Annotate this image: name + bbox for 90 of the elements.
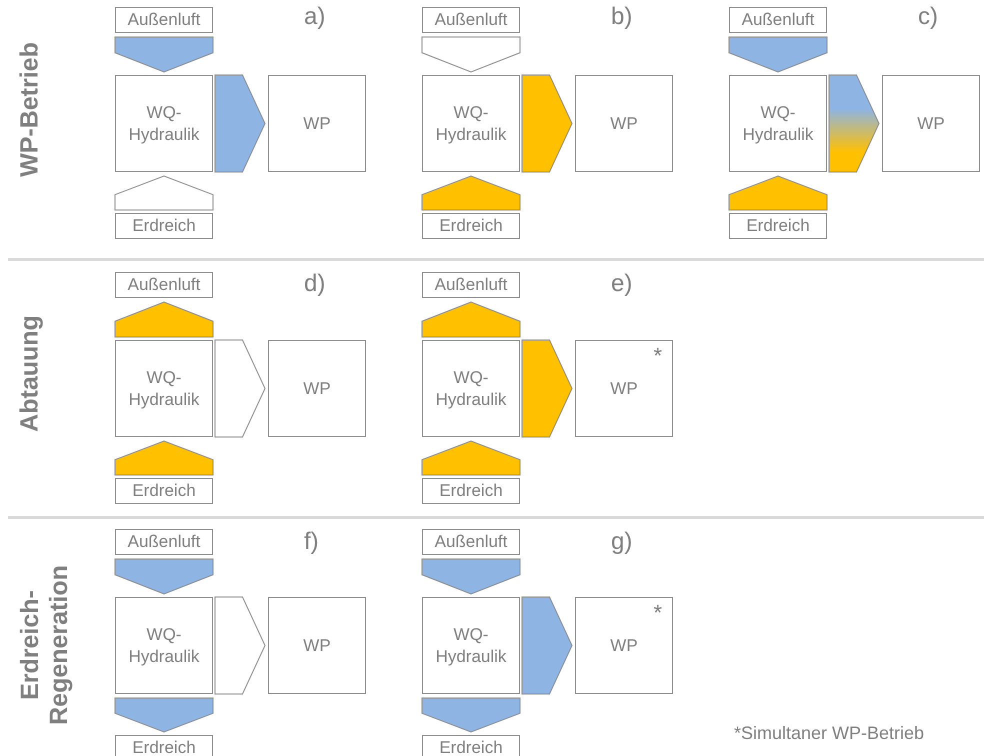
chevron-arrow	[522, 74, 573, 172]
chevron-arrow	[114, 36, 214, 73]
panel-letter: c)	[918, 3, 938, 31]
box-label: Erdreich	[746, 215, 810, 237]
box-label: Außenluft	[434, 274, 508, 296]
chevron-arrow	[422, 698, 520, 733]
process-box	[115, 478, 213, 504]
box-label: WP	[303, 112, 331, 134]
box-label: WP	[610, 634, 638, 656]
process-box	[115, 7, 213, 33]
chevron-arrow	[114, 440, 214, 476]
row-title: WP-Betrieb	[16, 41, 44, 179]
process-box	[268, 597, 366, 694]
chevron-arrow	[422, 175, 520, 210]
box-label: WP	[303, 634, 331, 656]
chevron-arrow	[214, 74, 266, 172]
panel-letter: a)	[304, 3, 326, 31]
box-label: Außenluft	[128, 531, 200, 553]
process-box	[422, 478, 520, 504]
footnote-mark: *	[653, 345, 662, 367]
chevron-arrow	[728, 36, 828, 73]
panel-letter: e)	[611, 270, 632, 298]
box-label: Erdreich	[132, 737, 196, 756]
chevron-arrow	[214, 596, 266, 694]
process-box	[268, 75, 366, 172]
chevron-arrow	[422, 558, 520, 595]
process-box	[422, 529, 520, 555]
box-label: WQ-Hydraulik	[128, 624, 200, 668]
chevron-arrow	[114, 175, 214, 210]
process-box	[115, 529, 213, 555]
chevron-arrow	[422, 36, 520, 73]
box-label: Außenluft	[434, 531, 508, 553]
process-box	[882, 75, 980, 172]
box-label: WQ-Hydraulik	[742, 102, 814, 146]
box-label: WQ-Hydraulik	[128, 366, 200, 410]
process-box	[115, 272, 213, 298]
box-label: Außenluft	[742, 9, 814, 31]
box-label: Erdreich	[439, 737, 503, 756]
process-box	[422, 272, 520, 298]
box-label: WQ-Hydraulik	[128, 102, 200, 146]
process-box	[115, 75, 213, 172]
box-label: WQ-Hydraulik	[434, 624, 508, 668]
process-box	[115, 213, 213, 239]
box-label: Erdreich	[132, 215, 196, 237]
process-box	[729, 7, 827, 33]
box-label: WP	[303, 378, 331, 400]
chevron-arrow	[114, 301, 214, 338]
box-label: Außenluft	[434, 9, 508, 31]
chevron-arrow	[522, 340, 573, 438]
process-box	[422, 597, 520, 694]
process-box	[422, 340, 520, 437]
process-box	[422, 213, 520, 239]
panel-letter: b)	[611, 3, 632, 31]
process-box	[729, 213, 827, 239]
process-box	[575, 75, 673, 172]
box-label: Erdreich	[439, 215, 503, 237]
box-label: Außenluft	[128, 9, 200, 31]
process-box	[422, 7, 520, 33]
chevron-arrow	[422, 301, 520, 338]
chevron-arrow	[114, 698, 214, 733]
panel-letter: d)	[304, 270, 326, 298]
chevron-arrow	[728, 175, 828, 210]
box-label: WQ-Hydraulik	[434, 102, 508, 146]
row-title: Abtauung	[16, 314, 44, 434]
process-box	[422, 735, 520, 756]
box-label: WQ-Hydraulik	[434, 366, 508, 410]
process-box	[729, 75, 827, 172]
process-box	[115, 597, 213, 694]
box-label: Erdreich	[132, 480, 196, 502]
row-title: Erdreich- Regeneration	[16, 564, 74, 727]
box-label: WP	[917, 112, 945, 134]
process-box	[115, 340, 213, 437]
chevron-arrow	[828, 74, 880, 172]
process-box	[268, 340, 366, 437]
process-box	[575, 340, 673, 437]
panel-letter: g)	[611, 528, 632, 556]
box-label: Erdreich	[439, 480, 503, 502]
panel-letter: f)	[304, 528, 319, 556]
box-label: WP	[610, 378, 638, 400]
process-box	[575, 597, 673, 694]
box-label: Außenluft	[128, 274, 200, 296]
chevron-arrow	[114, 558, 214, 595]
process-box	[422, 75, 520, 172]
box-label: WP	[610, 112, 638, 134]
chevron-arrow	[422, 440, 520, 476]
process-box	[115, 735, 213, 756]
chevron-arrow	[214, 340, 266, 438]
footnote: *Simultaner WP-Betrieb	[734, 723, 924, 744]
footnote-mark: *	[653, 602, 662, 624]
chevron-arrow	[522, 596, 573, 694]
